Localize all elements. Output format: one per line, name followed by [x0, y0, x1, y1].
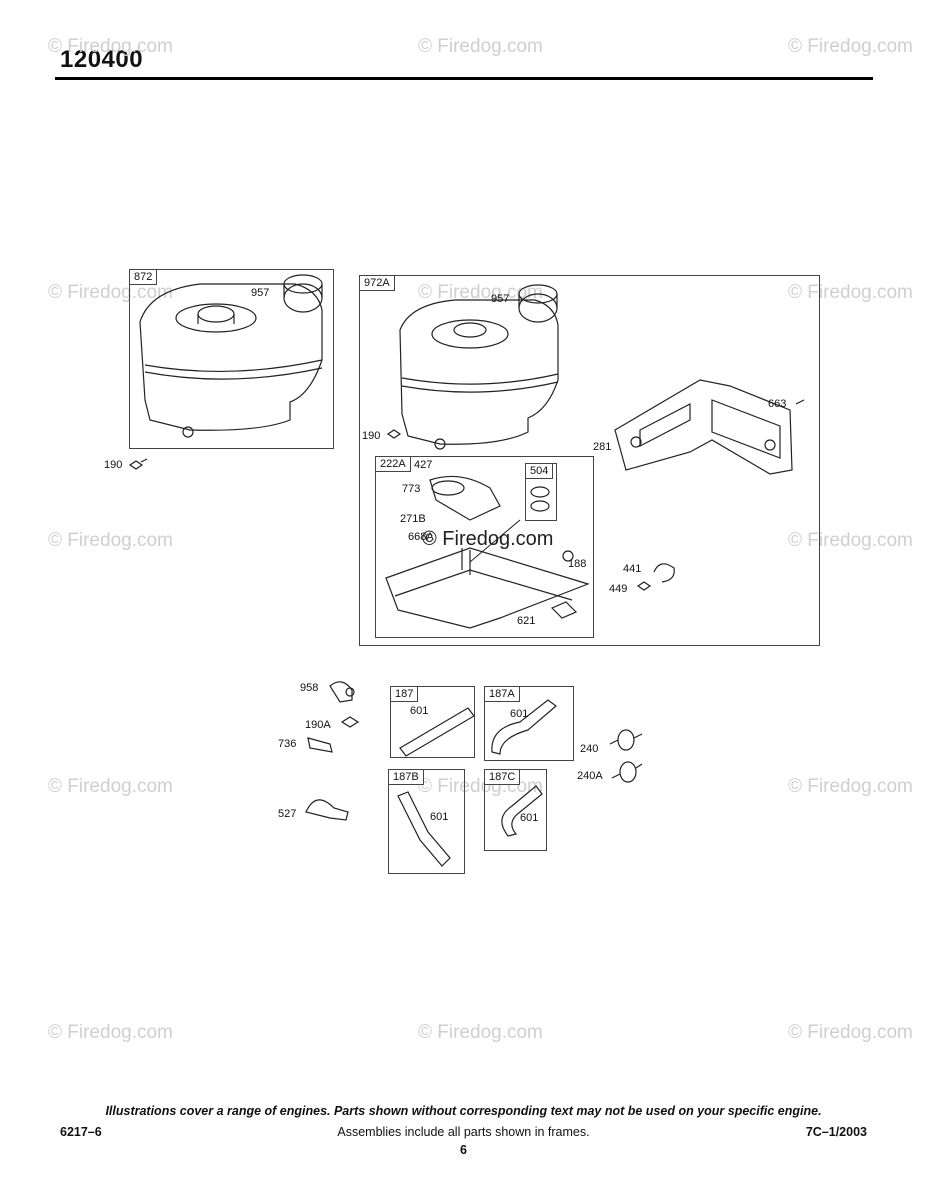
part-number-label: 527 [278, 808, 297, 820]
part-number-label: 449 [609, 583, 628, 595]
frame-label: 972A [360, 276, 395, 291]
part-number-label: 958 [300, 682, 319, 694]
fuel-tank-drawing [399, 299, 559, 450]
part-number-label: 957 [491, 293, 510, 305]
frame-label: 222A [376, 457, 411, 472]
part-number-label: 736 [278, 738, 297, 750]
watermark: © Firedog.com [418, 282, 543, 303]
frame-504: 504 [525, 463, 557, 521]
frame-label: 187C [485, 770, 521, 785]
fuel-filter-drawing [611, 761, 643, 783]
part-number-label: 281 [593, 441, 612, 453]
watermark-overlay: © Firedog.com [422, 528, 554, 550]
part-number-label: 190 [362, 430, 381, 442]
part-number-label: 240 [580, 743, 599, 755]
watermark: © Firedog.com [48, 530, 173, 551]
page-title: 120400 [60, 46, 144, 73]
screw-drawing [795, 399, 805, 405]
part-number-label: 668A [408, 531, 434, 543]
screw-drawing [128, 458, 148, 470]
part-number-label: 188 [568, 558, 587, 570]
part-number-label: 601 [510, 708, 529, 720]
frame-187: 187 [390, 686, 475, 758]
screw-drawing [340, 716, 360, 728]
fuel-filter-drawing [609, 729, 643, 751]
frame-label: 187 [391, 687, 419, 702]
watermark: © Firedog.com [48, 776, 173, 797]
frame-label: 187A [485, 687, 520, 702]
assemblies-note: Assemblies include all parts shown in fr… [337, 1125, 590, 1139]
frame-187A: 187A [484, 686, 574, 761]
screw-drawing [386, 429, 402, 439]
part-number-label: 441 [623, 563, 642, 575]
watermark: © Firedog.com [48, 1022, 173, 1043]
clip-drawing [307, 737, 333, 753]
watermark: © Firedog.com [788, 776, 913, 797]
part-number-label: 427 [414, 459, 433, 471]
fuel-fitting-drawing [329, 681, 355, 703]
clamp-drawing [305, 799, 349, 821]
part-number-label: 190 [104, 459, 123, 471]
part-number-label: 601 [520, 812, 539, 824]
watermark: © Firedog.com [48, 282, 173, 303]
part-number-label: 663 [768, 398, 787, 410]
page-number: 6 [460, 1143, 467, 1157]
fuel-hose-drawing [501, 785, 543, 837]
watermark: © Firedog.com [788, 36, 913, 57]
part-number-label: 601 [430, 811, 449, 823]
revision-code: 7C–1/2003 [805, 1125, 867, 1139]
frame-222A: 222A [375, 456, 594, 638]
frame-972A: 972A [359, 275, 820, 646]
frame-872: 872 [129, 269, 334, 449]
part-number-label: 601 [410, 705, 429, 717]
frame-label: 504 [526, 464, 554, 479]
part-number-label: 773 [402, 483, 421, 495]
watermark: © Firedog.com [418, 36, 543, 57]
watermark: © Firedog.com [48, 36, 173, 57]
control-plate-drawing [385, 475, 590, 629]
part-number-label: 190A [305, 719, 331, 731]
part-number-label: 271B [400, 513, 426, 525]
washer-drawing [530, 486, 550, 512]
fuel-hose-drawing [397, 791, 451, 867]
frame-label: 872 [130, 270, 158, 285]
fuel-cap-drawing [283, 274, 323, 313]
frame-187C: 187C [484, 769, 547, 851]
part-number-label: 957 [251, 287, 270, 299]
clamp-drawing [636, 563, 675, 591]
frame-label: 187B [389, 770, 424, 785]
frame-187B: 187B [388, 769, 465, 874]
fuel-cap-drawing [518, 284, 558, 323]
document-number: 6217–6 [60, 1125, 102, 1139]
fuel-tank-drawing [139, 283, 323, 438]
fuel-hose-drawing [491, 699, 557, 755]
disclaimer-text: Illustrations cover a range of engines. … [105, 1104, 822, 1118]
watermark: © Firedog.com [418, 1022, 543, 1043]
part-number-label: 240A [577, 770, 603, 782]
part-number-label: 621 [517, 615, 536, 627]
bracket-drawing [614, 379, 793, 475]
header-rule [55, 77, 873, 80]
watermark: © Firedog.com [788, 1022, 913, 1043]
